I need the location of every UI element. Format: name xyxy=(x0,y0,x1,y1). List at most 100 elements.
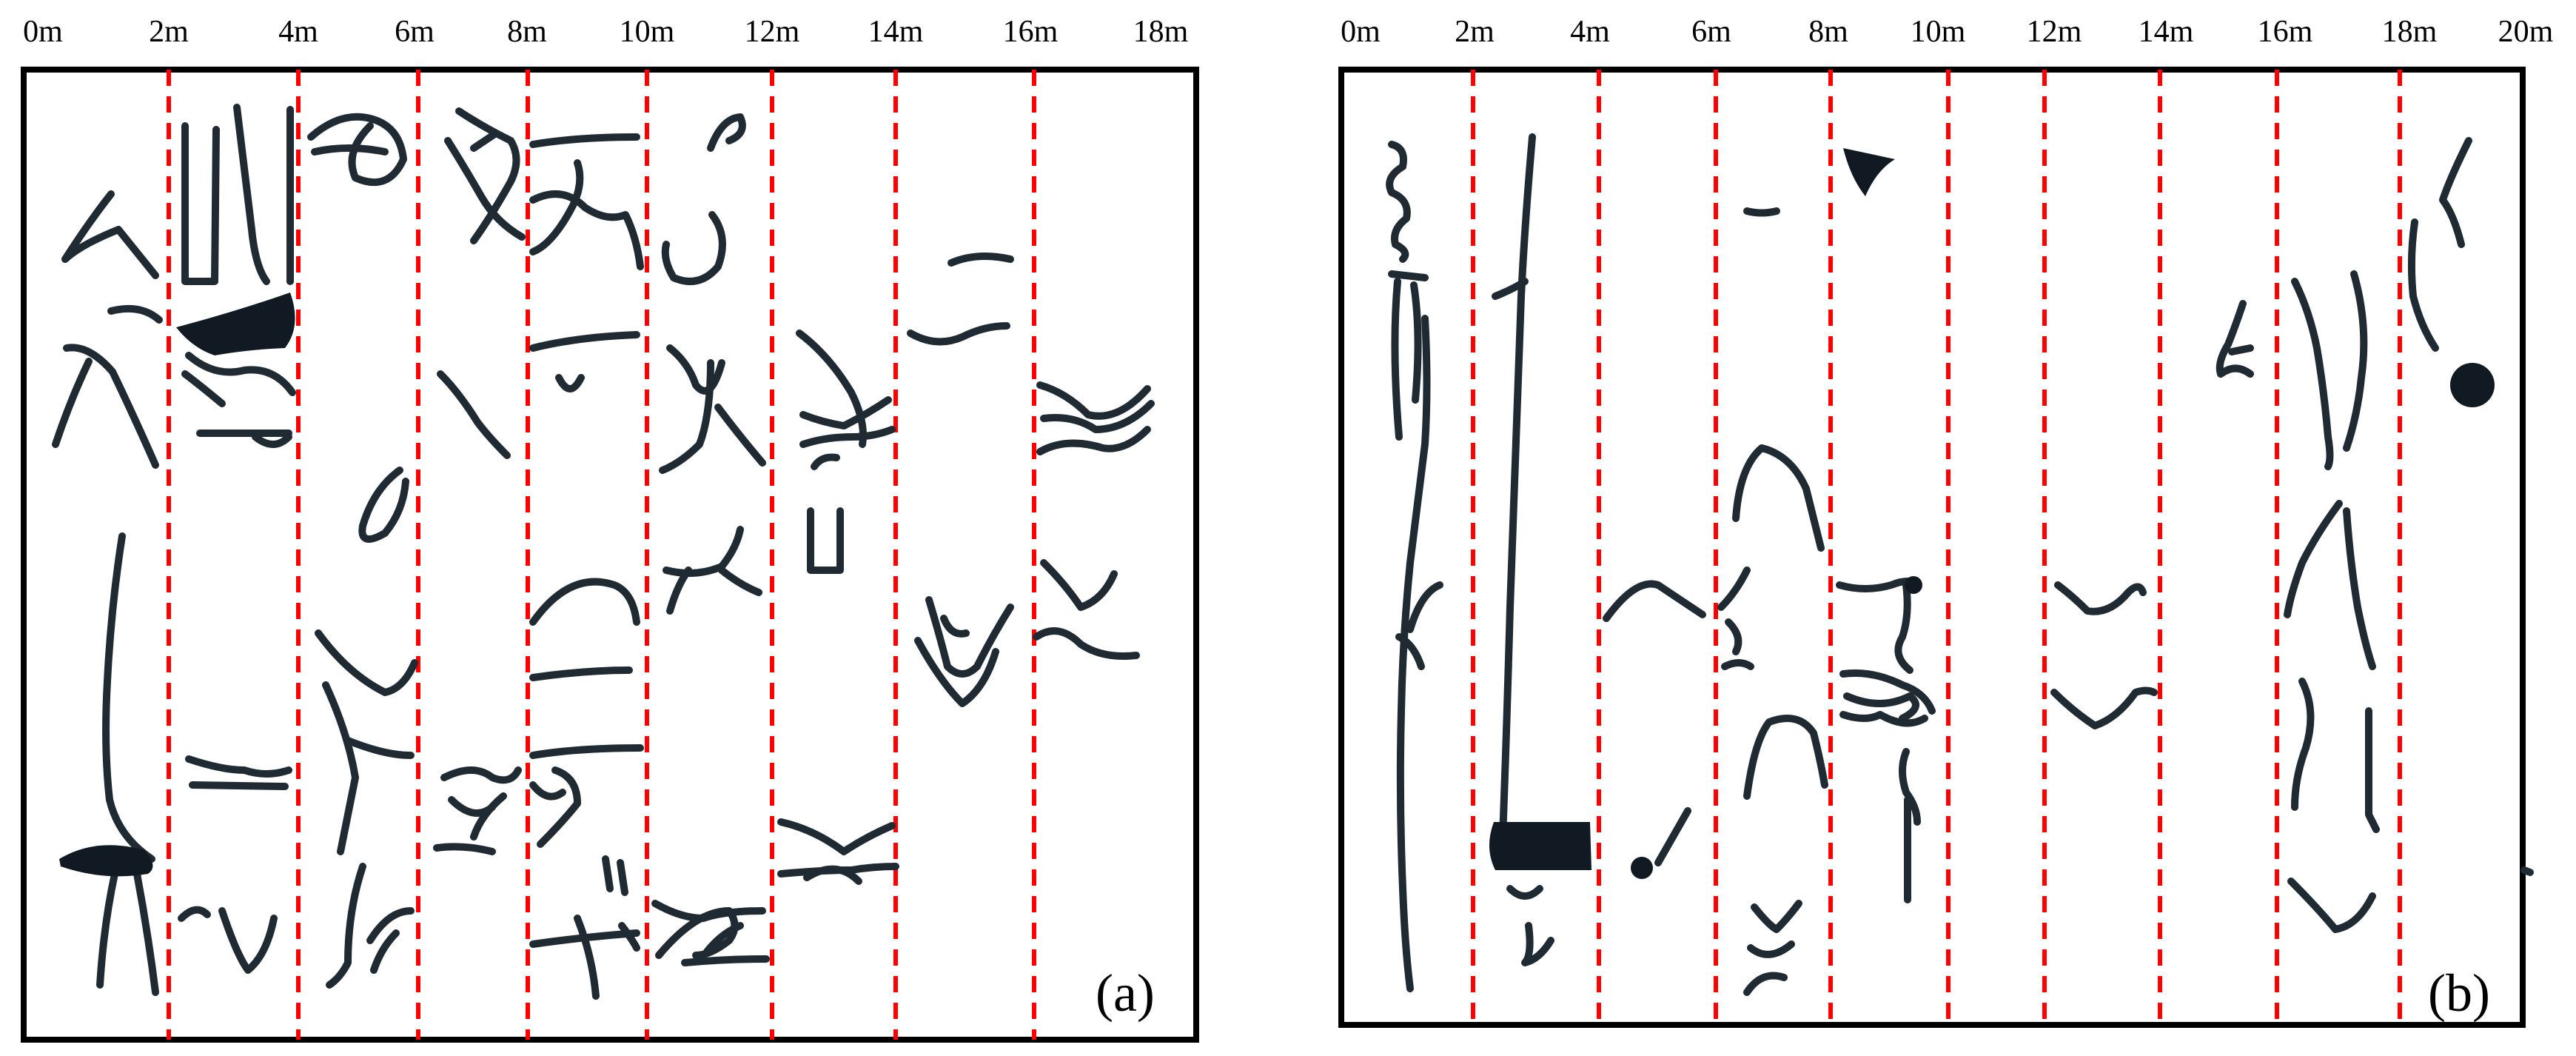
crack-trace xyxy=(1732,444,1825,552)
crack-trace xyxy=(777,818,896,855)
crack-trace xyxy=(133,870,159,996)
crack-trace xyxy=(1395,633,1425,670)
panel-label: (a) xyxy=(1096,963,1155,1023)
crack-trace xyxy=(437,370,511,459)
crack-trace xyxy=(344,737,415,759)
crack-trace xyxy=(529,744,644,759)
crack-blob xyxy=(176,293,295,355)
crack-trace xyxy=(529,781,566,801)
crack-trace xyxy=(1388,270,1429,281)
crack-trace xyxy=(1410,281,1422,404)
crack-trace xyxy=(799,396,892,430)
crack-trace xyxy=(666,567,692,615)
crack-trace xyxy=(1391,278,1403,441)
crack-trace xyxy=(444,137,526,241)
crack-trace xyxy=(1654,807,1691,866)
crack-trace xyxy=(218,907,278,974)
crack-trace xyxy=(666,344,725,395)
crack-trace xyxy=(1036,426,1151,455)
crack-trace xyxy=(1899,748,1921,826)
crack-trace xyxy=(661,211,726,285)
crack-trace xyxy=(2343,507,2376,670)
crack-trace xyxy=(96,870,118,989)
crack-trace xyxy=(707,113,746,152)
crack-trace xyxy=(1499,133,1536,841)
crack-trace xyxy=(925,596,1014,678)
crack-trace xyxy=(2284,500,2343,618)
crack-trace xyxy=(2291,278,2334,470)
crack-trace xyxy=(659,359,714,474)
crack-trace xyxy=(2439,137,2472,248)
crack-trace xyxy=(618,922,640,952)
crack-trace xyxy=(529,190,644,270)
tick-label: 16m xyxy=(2258,15,2313,49)
crack-trace xyxy=(52,358,93,448)
crack-trace xyxy=(1839,711,1928,727)
tick-label: 16m xyxy=(1003,15,1059,49)
crack-trace xyxy=(63,344,159,469)
panel-b: 0m 2m 4m 6m 8m 10m 12m 14m 16m 18m 20m xyxy=(1338,15,2554,1028)
crack-trace xyxy=(1492,278,1529,300)
crack-trace xyxy=(433,843,496,855)
tick-label: 12m xyxy=(745,15,800,49)
crack-trace xyxy=(2287,878,2376,933)
crack-trace xyxy=(655,907,739,959)
crack-trace xyxy=(777,863,899,878)
crack-trace xyxy=(440,766,522,784)
tick-label: 18m xyxy=(1133,15,1189,49)
panel-b-ticks: 0m 2m 4m 6m 8m 10m 12m 14m 16m 18m 20m xyxy=(1341,15,2554,49)
crack-trace xyxy=(663,526,744,577)
crack-trace xyxy=(529,578,640,626)
crack-trace xyxy=(2054,581,2147,615)
panel-b-frame xyxy=(1338,67,2526,1028)
crack-trace xyxy=(2228,344,2254,355)
tick-label: 6m xyxy=(395,15,435,49)
crack-trace xyxy=(107,304,163,324)
crack-trace xyxy=(2216,300,2254,378)
tick-label: 2m xyxy=(149,15,189,49)
crack-trace xyxy=(307,113,407,187)
panel-label: (b) xyxy=(2428,963,2490,1023)
crack-trace xyxy=(914,637,999,707)
crack-trace xyxy=(1839,669,1936,715)
crack-blob xyxy=(2450,363,2495,407)
crack-trace xyxy=(1406,581,1443,633)
crack-trace xyxy=(370,929,400,974)
crack-trace xyxy=(1603,580,1706,622)
crack-blob xyxy=(1905,576,1922,594)
crack-trace xyxy=(803,865,862,885)
crack-trace xyxy=(1751,900,1802,933)
crack-trace xyxy=(185,755,292,778)
crack-trace xyxy=(1040,559,1118,611)
crack-trace xyxy=(252,433,292,448)
crack-trace xyxy=(61,190,159,279)
crack-trace xyxy=(1743,972,1788,996)
tick-label: 8m xyxy=(507,15,547,49)
crack-trace xyxy=(529,666,633,681)
tick-label: 20m xyxy=(2498,15,2554,49)
crack-trace xyxy=(1743,715,1828,800)
crack-trace xyxy=(311,144,389,156)
tick-label: 14m xyxy=(868,15,924,49)
tick-label: 4m xyxy=(1570,15,1610,49)
crack-trace xyxy=(537,766,581,848)
tick-label: 8m xyxy=(1808,15,1848,49)
tick-label: 14m xyxy=(2139,15,2194,49)
crack-trace xyxy=(1717,567,1751,611)
crack-blob xyxy=(1489,822,1591,870)
panel-a-frame xyxy=(21,67,1199,1043)
crack-trace xyxy=(315,629,418,696)
crack-trace xyxy=(1743,207,1780,217)
crack-trace xyxy=(555,374,585,392)
tick-label: 10m xyxy=(1911,15,1966,49)
crack-trace xyxy=(1894,581,1913,674)
crack-trace xyxy=(185,352,296,396)
crack-trace xyxy=(574,915,600,1000)
crack-trace xyxy=(326,863,366,989)
crack-trace xyxy=(1843,692,1919,722)
crack-trace xyxy=(811,453,840,470)
crack-trace xyxy=(718,567,762,596)
crack-trace xyxy=(602,855,614,892)
crack-trace xyxy=(366,907,415,944)
crack-trace xyxy=(1521,922,1554,966)
